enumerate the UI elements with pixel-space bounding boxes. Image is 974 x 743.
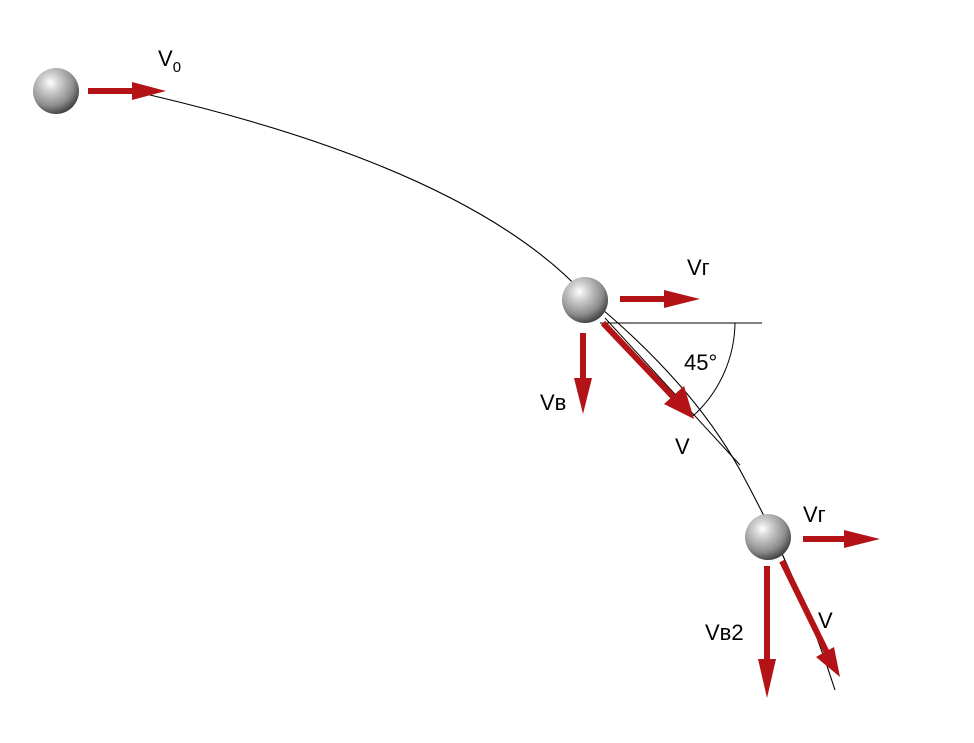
angle-arc <box>692 322 736 417</box>
label-v0: V0 <box>158 46 181 76</box>
label-angle: 45° <box>684 350 717 375</box>
label-v1: V <box>675 434 690 459</box>
vv2-arrow <box>758 566 776 698</box>
tangent-line <box>604 317 741 466</box>
v1-arrow <box>600 320 694 419</box>
ball-start <box>33 68 79 114</box>
v0-arrow <box>88 82 166 100</box>
ball-middle <box>562 277 608 323</box>
label-vg2: Vг <box>803 502 826 527</box>
v2-arrow <box>779 559 840 677</box>
label-vv2: Vв2 <box>705 620 744 645</box>
trajectory-curve <box>149 94 836 691</box>
label-vv1: Vв <box>540 390 566 415</box>
vg2-arrow <box>803 530 880 548</box>
label-vg1: Vг <box>687 255 710 280</box>
label-v2: V <box>818 608 833 633</box>
vg1-arrow <box>620 290 700 308</box>
vv1-arrow <box>574 333 592 414</box>
ball-end <box>745 514 791 560</box>
